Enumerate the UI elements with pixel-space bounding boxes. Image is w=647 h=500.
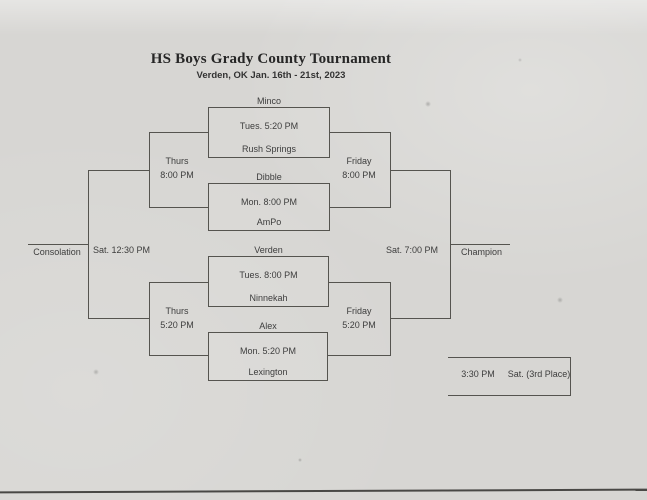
line-game1-left [149,132,208,133]
game2-team-bottom: AmPo [256,217,282,227]
round-day: Thurs [165,306,189,316]
line-left-bottom-join [149,282,150,356]
game1-team-bottom: Rush Springs [241,144,297,154]
consolation-label: Consolation [33,247,81,257]
line-champion-slot [450,244,510,245]
game4-box: Alex Mon. 5:20 PM Lexington [208,321,328,381]
round-time: 8:00 PM [160,169,194,180]
round-label-friday-520: Friday 5:20 PM [328,305,390,332]
game3-team-top: Verden [254,245,283,255]
thirdplace-label: Sat. (3rd Place) [507,369,571,379]
round-day: Thurs [165,156,189,166]
line-game4-right [328,355,390,356]
line-thirdplace-right [570,357,571,396]
line-consolation-slot [28,244,88,245]
game3-team-bottom: Ninnekah [249,293,288,303]
round-label-friday-8: Friday 8:00 PM [328,155,390,182]
game4-team-bottom: Lexington [248,367,288,377]
line-left-top-join [149,132,150,208]
line-game3-right [329,282,390,283]
line-game4-left [149,355,208,356]
round-time: 8:00 PM [342,169,376,180]
game3-time: Tues. 8:00 PM [239,270,298,280]
game4-time: Mon. 5:20 PM [239,346,297,356]
line-thirdplace-bottom [448,395,571,396]
scan-page-edge [0,488,647,494]
game2-team-top: Dibble [256,172,282,182]
game1-box: Minco Tues. 5:20 PM Rush Springs [208,96,330,158]
champion-label: Champion [461,247,503,257]
round-time: 5:20 PM [342,319,376,330]
line-right-bottom-join [390,282,391,356]
championship-time: Sat. 7:00 PM [385,245,438,255]
round-day: Friday [346,156,372,166]
line-right-top-out [390,170,450,171]
line-left-bottom-out [88,318,149,319]
round-day: Friday [346,306,372,316]
line-game2-right [330,207,390,208]
line-right-bottom-out [390,318,450,319]
game1-team-top: Minco [256,96,281,106]
line-left-top-out [88,170,149,171]
line-game1-right [330,132,390,133]
game2-time: Mon. 8:00 PM [240,197,298,207]
round-label-thurs-520: Thurs 5:20 PM [146,305,208,332]
consolation-time: Sat. 12:30 PM [93,245,151,255]
round-label-thurs-8: Thurs 8:00 PM [146,155,208,182]
tournament-title: HS Boys Grady County Tournament [150,51,392,67]
line-consolation-join [88,170,89,319]
game4-team-top: Alex [259,321,277,331]
line-thirdplace-top [448,357,570,358]
line-game3-left [149,282,208,283]
game2-box: Dibble Mon. 8:00 PM AmPo [208,172,330,231]
tournament-subtitle: Verden, OK Jan. 16th - 21st, 2023 [196,70,346,81]
round-time: 5:20 PM [160,319,194,330]
game1-time: Tues. 5:20 PM [239,121,299,131]
line-game2-left [149,207,208,208]
game3-box: Verden Tues. 8:00 PM Ninnekah [208,245,329,307]
thirdplace-time: 3:30 PM [461,369,495,379]
